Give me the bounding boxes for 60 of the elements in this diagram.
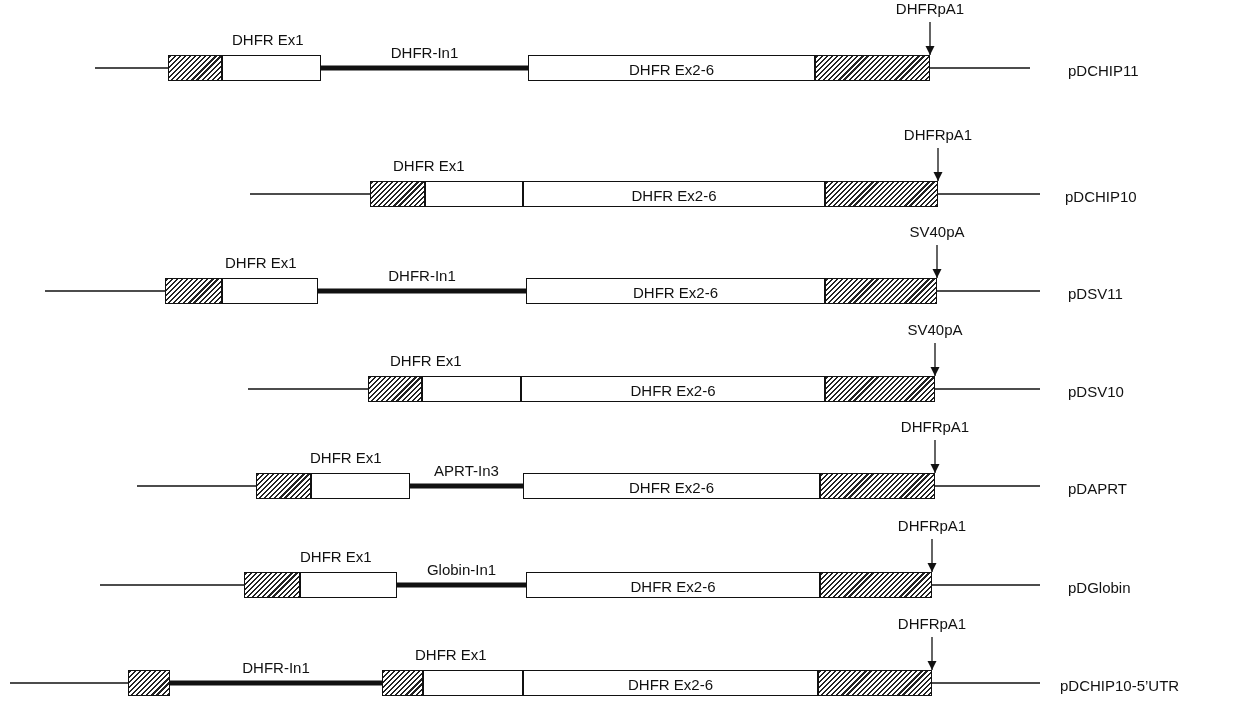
exon-label: DHFR Ex1 [300,548,372,566]
site-label: SV40pA [890,321,980,339]
construct-name: pDCHIP10 [1065,188,1137,206]
exon-label: DHFR Ex1 [415,646,487,664]
site-label: DHFRpA1 [890,418,980,436]
exon-label: DHFR Ex1 [393,157,465,175]
hatched-box [382,670,423,696]
exon-label: DHFR Ex1 [232,31,304,49]
arrow [925,21,935,56]
hatched-box [825,181,938,207]
site-label: DHFRpA1 [887,517,977,535]
edge-label: Globin-In1 [425,561,498,579]
exon-box: DHFR Ex2-6 [523,473,820,499]
hatched-box [128,670,170,696]
construct-name: pDGlobin [1068,579,1131,597]
hatched-box [825,278,937,304]
arrow [930,342,940,377]
exon-label: DHFR Ex1 [310,449,382,467]
site-label: DHFRpA1 [893,126,983,144]
hatched-box [820,473,935,499]
hatched-box [368,376,422,402]
edge-label: DHFR-In1 [389,44,460,62]
hatched-box [256,473,311,499]
intron-line [321,65,528,71]
arrow [933,147,943,182]
site-label: DHFRpA1 [887,615,977,633]
hatched-box [370,181,425,207]
edge-label: DHFR-In1 [241,659,311,677]
intron-line [170,680,382,686]
hatched-box [818,670,932,696]
edge-label: DHFR-In1 [387,267,457,285]
hatched-box [165,278,222,304]
arrow [927,538,937,573]
exon-box: DHFR Ex2-6 [526,572,820,598]
arrow [927,636,937,671]
arrow [930,439,940,474]
exon-box: DHFR Ex2-6 [523,670,818,696]
hatched-box [825,376,935,402]
construct-name: pDSV11 [1068,285,1123,303]
site-label: DHFRpA1 [885,0,975,18]
hatched-box [815,55,930,81]
exon-label: DHFR Ex1 [390,352,462,370]
exon-box: DHFR Ex2-6 [528,55,815,81]
arrow [932,244,942,279]
construct-name: pDCHIP11 [1068,62,1139,80]
intron-line [397,582,526,588]
hatched-box [168,55,222,81]
exon-label: DHFR Ex1 [225,254,297,272]
intron-line [410,483,523,489]
hatched-box [820,572,932,598]
intron-line [318,288,526,294]
exon-box: DHFR Ex2-6 [523,181,825,207]
construct-name: pDSV10 [1068,383,1124,401]
hatched-box [244,572,300,598]
site-label: SV40pA [892,223,982,241]
exon-box: DHFR Ex2-6 [521,376,825,402]
construct-name: pDAPRT [1068,480,1127,498]
edge-label: APRT-In3 [433,462,500,480]
exon-box: DHFR Ex2-6 [526,278,825,304]
construct-name: pDCHIP10-5’UTR [1060,677,1180,695]
